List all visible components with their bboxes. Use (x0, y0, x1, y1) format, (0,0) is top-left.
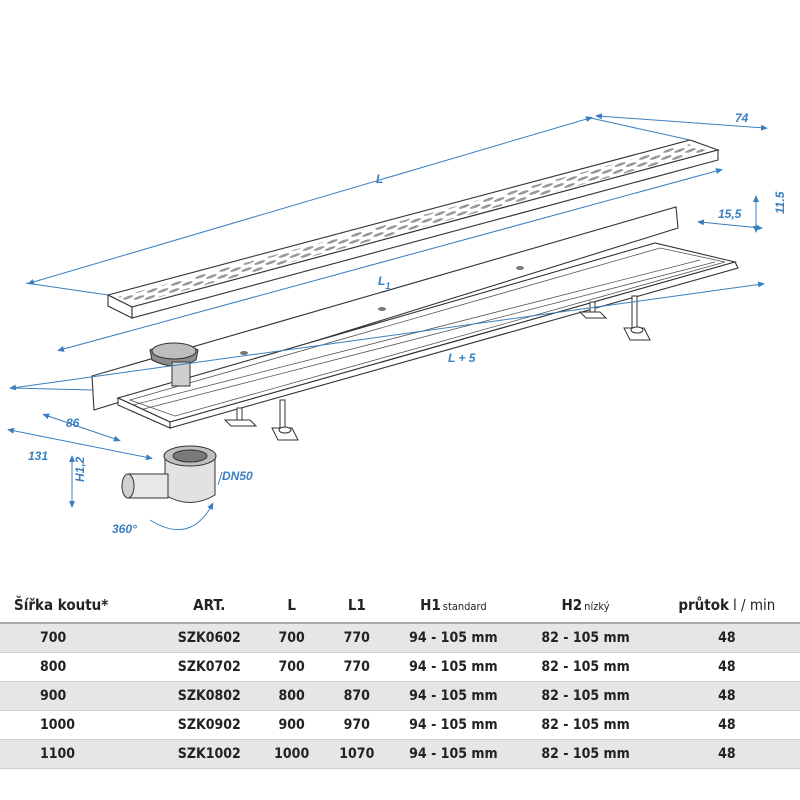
cell-art: SZK0902 (159, 710, 260, 740)
cell-l: 700 (259, 652, 325, 682)
cell-h2: 82 - 105 mm (517, 652, 654, 682)
dim-l: L (376, 172, 383, 186)
cell-h2: 82 - 105 mm (517, 739, 654, 769)
dim-l-plus-5: L + 5 (448, 351, 476, 365)
cell-flow: 48 (653, 710, 800, 740)
cell-width: 700 (0, 623, 160, 653)
dim-15-5: 15,5 (718, 207, 742, 221)
cell-width: 900 (0, 681, 160, 711)
cell-h1: 94 - 105 mm (389, 739, 518, 769)
cell-h2: 82 - 105 mm (517, 623, 654, 653)
header-l1: L1 (324, 588, 390, 624)
dim-360: 360° (112, 522, 137, 536)
cell-h1: 94 - 105 mm (389, 623, 518, 653)
cell-art: SZK0802 (159, 681, 260, 711)
dimension-lines (7, 113, 768, 531)
cell-width: 800 (0, 652, 160, 682)
cell-l1: 1070 (324, 739, 390, 769)
technical-drawing: L 74 L1 15,5 11.5 L + 5 86 131 H1,2 DN50… (7, 111, 787, 536)
cell-l: 1000 (259, 739, 325, 769)
cell-flow: 48 (653, 623, 800, 653)
cell-l1: 770 (324, 623, 390, 653)
cell-art: SZK1002 (159, 739, 260, 769)
cell-flow: 48 (653, 739, 800, 769)
table-row: 900 SZK0802 800 870 94 - 105 mm 82 - 105… (0, 681, 800, 711)
header-art: ART. (159, 588, 260, 624)
cell-width: 1100 (0, 739, 160, 769)
cell-l1: 870 (324, 681, 390, 711)
dim-86: 86 (66, 416, 80, 430)
dim-l1: L1 (378, 274, 390, 291)
cell-l: 800 (259, 681, 325, 711)
header-sirka-koutu: Šířka koutu* (0, 588, 160, 624)
dim-11-5: 11.5 (773, 191, 787, 214)
table-row: 1000 SZK0902 900 970 94 - 105 mm 82 - 10… (0, 710, 800, 740)
table-row: 1100 SZK1002 1000 1070 94 - 105 mm 82 - … (0, 739, 800, 769)
header-l: L (259, 588, 325, 624)
cell-h2: 82 - 105 mm (517, 681, 654, 711)
cell-h2: 82 - 105 mm (517, 710, 654, 740)
cell-h1: 94 - 105 mm (389, 710, 518, 740)
cell-l: 700 (259, 623, 325, 653)
siphon-trap (121, 445, 217, 503)
cell-h1: 94 - 105 mm (389, 652, 518, 682)
cell-l1: 970 (324, 710, 390, 740)
table-row: 700 SZK0602 700 770 94 - 105 mm 82 - 105… (0, 623, 800, 653)
dim-h1-2: H1,2 (73, 456, 87, 482)
cell-l1: 770 (324, 652, 390, 682)
cell-art: SZK0602 (159, 623, 260, 653)
table-row: 800 SZK0702 700 770 94 - 105 mm 82 - 105… (0, 652, 800, 682)
cell-flow: 48 (653, 652, 800, 682)
cell-h1: 94 - 105 mm (389, 681, 518, 711)
dim-74: 74 (735, 111, 749, 125)
cell-l: 900 (259, 710, 325, 740)
cell-flow: 48 (653, 681, 800, 711)
cell-width: 1000 (0, 710, 160, 740)
cell-art: SZK0702 (159, 652, 260, 682)
dim-131: 131 (28, 449, 48, 463)
dim-dn50: DN50 (222, 469, 253, 483)
